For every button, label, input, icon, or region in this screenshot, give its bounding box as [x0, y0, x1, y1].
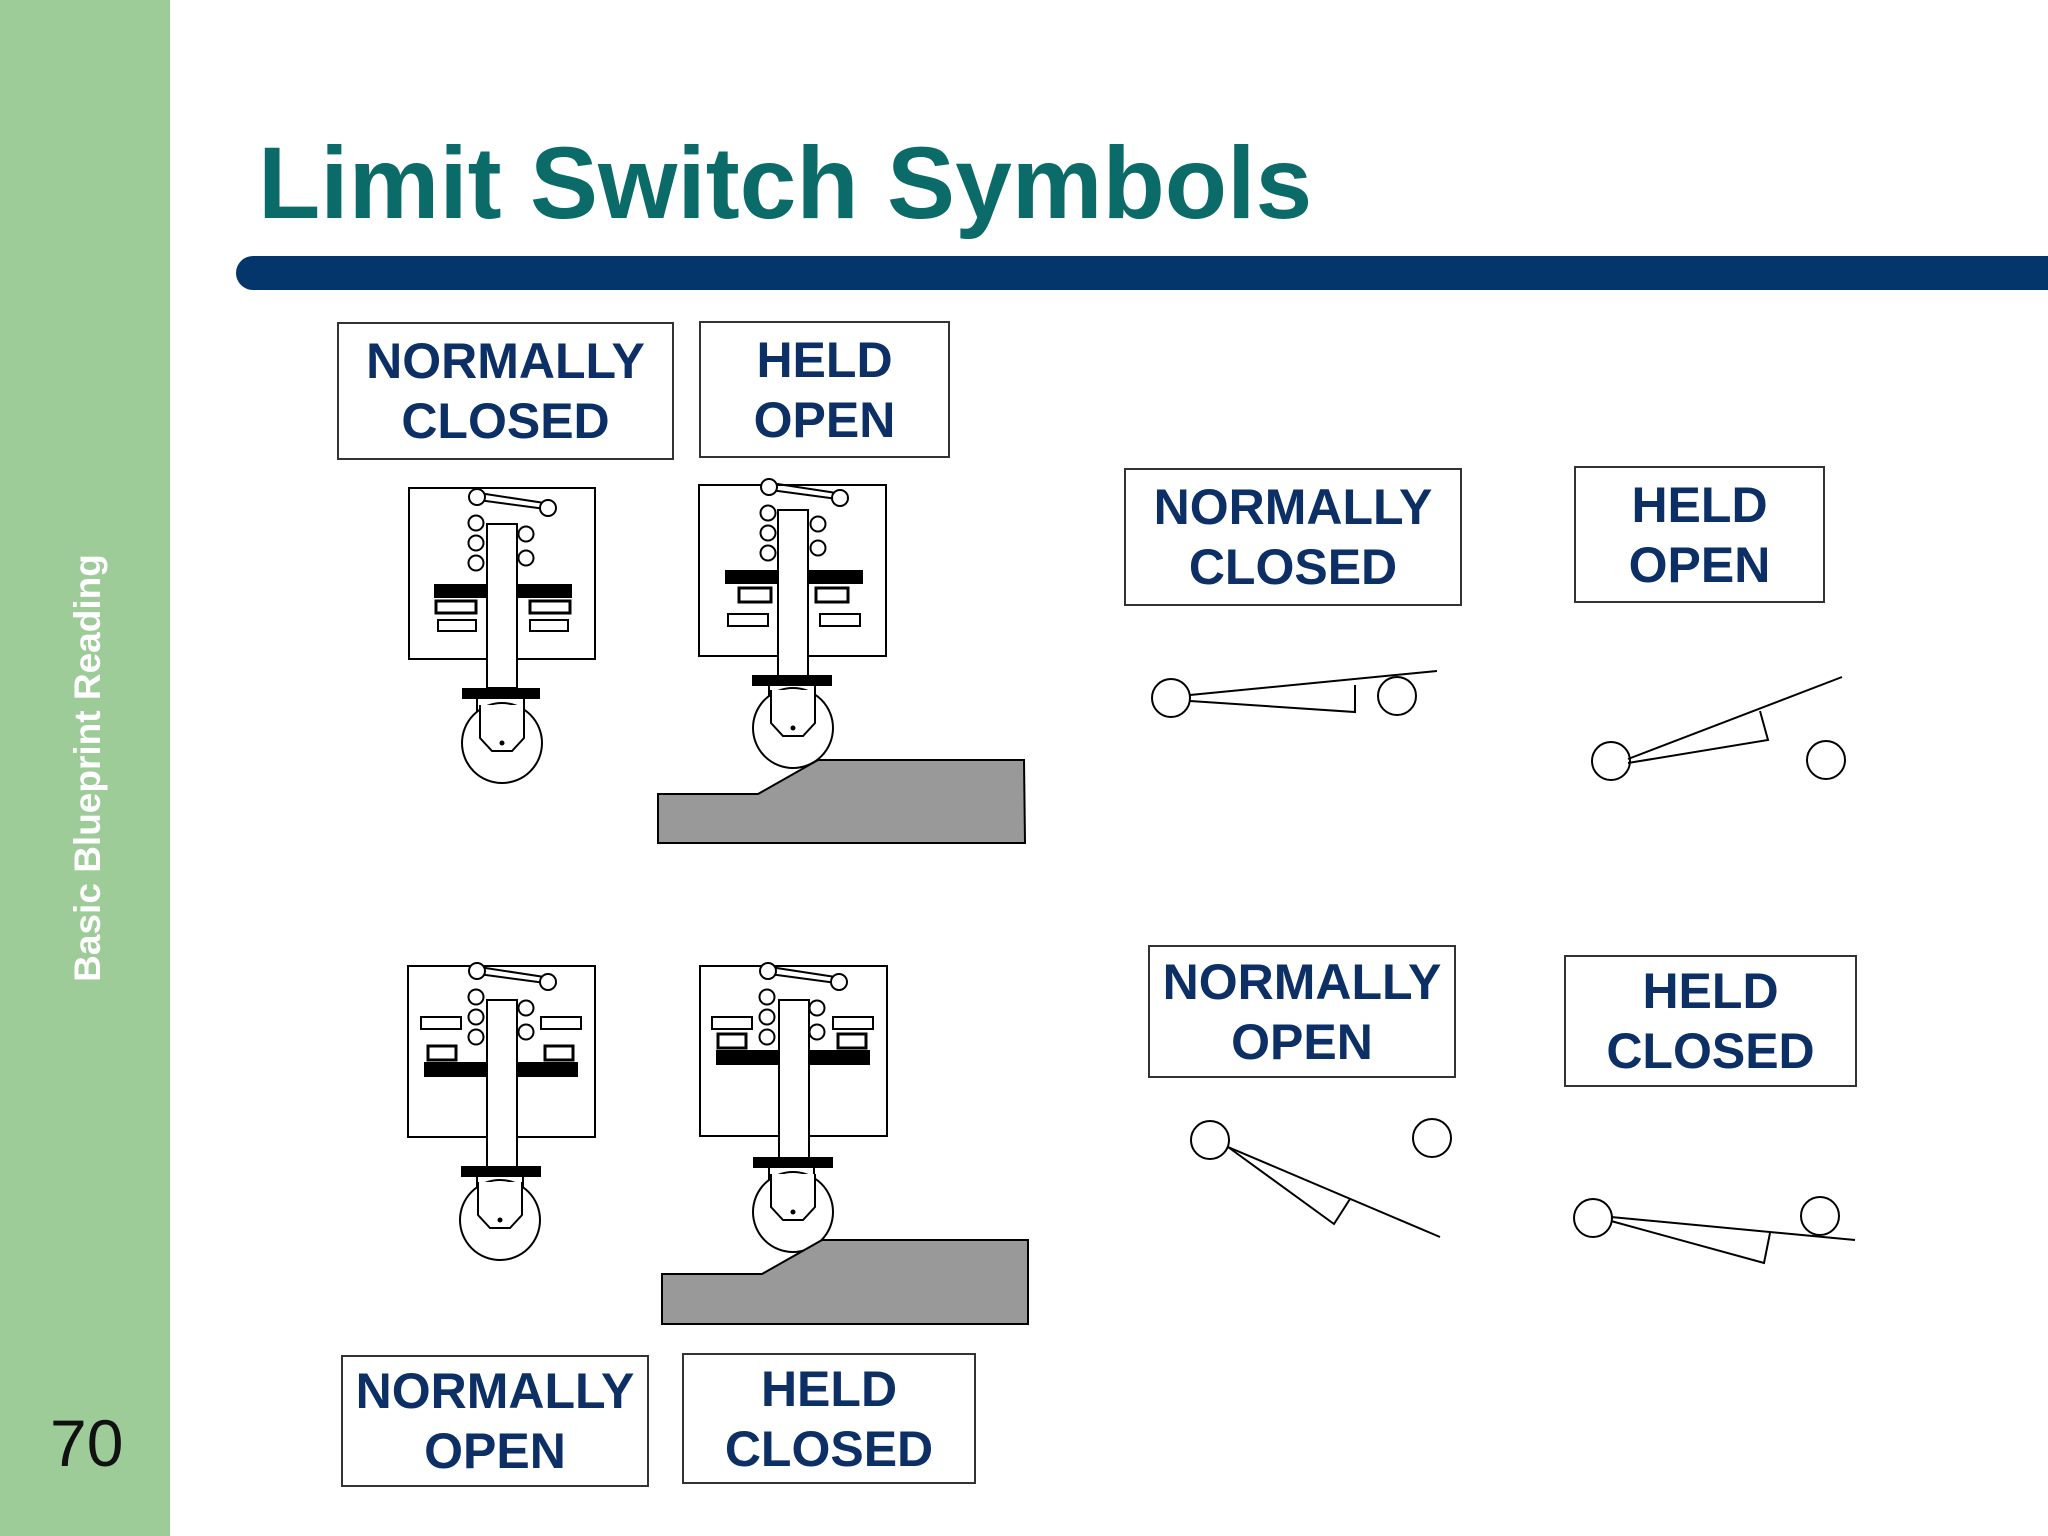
- sidebar: Basic Blueprint Reading 70: [0, 0, 170, 1536]
- mechanical-switch-normally-open: [407, 962, 596, 1261]
- symbol-held-open: [1591, 676, 1846, 781]
- symbol-held-closed: [1573, 1196, 1856, 1265]
- symbol-normally-closed: [1151, 670, 1438, 718]
- title-underline: [236, 256, 2048, 290]
- page-number: 70: [50, 1406, 124, 1480]
- symbol-normally-open: [1190, 1118, 1452, 1238]
- slide-title: Limit Switch Symbols: [258, 126, 1313, 240]
- mechanical-switch-held-open: [657, 478, 1027, 844]
- mechanical-switch-held-closed: [661, 962, 1029, 1325]
- mechanical-switch-normally-closed: [408, 487, 596, 784]
